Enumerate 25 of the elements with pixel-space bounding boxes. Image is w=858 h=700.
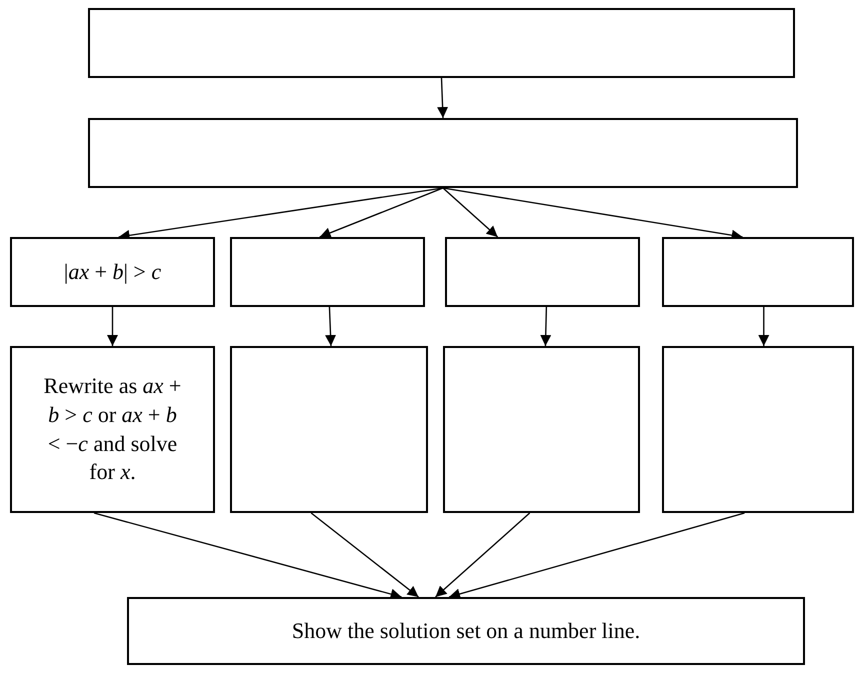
arrow — [94, 512, 402, 600]
box-shape — [662, 237, 854, 307]
box-shape — [662, 346, 854, 513]
arrow — [448, 512, 745, 600]
box-shape — [230, 346, 428, 513]
arrow — [435, 512, 530, 598]
arrow — [310, 512, 419, 598]
box-shape — [230, 237, 425, 307]
arrow — [442, 188, 498, 238]
arrow — [758, 307, 770, 346]
arrow — [107, 307, 118, 346]
process-box — [10, 237, 215, 307]
box-text: Rewrite as ax + b > c or ax + b < −c and solve for x. — [42, 372, 182, 486]
box-shape — [445, 237, 640, 307]
box-text: |ax + b| > c — [64, 258, 162, 286]
arrow — [437, 78, 448, 118]
arrow — [540, 306, 552, 346]
process-box — [127, 597, 805, 665]
box-text: Show the solution set on a number line. — [292, 616, 640, 645]
arrow — [319, 187, 444, 238]
box-shape — [88, 118, 798, 188]
process-box — [10, 346, 215, 513]
box-shape — [88, 8, 795, 78]
arrow — [325, 306, 336, 346]
box-shape — [443, 346, 640, 513]
